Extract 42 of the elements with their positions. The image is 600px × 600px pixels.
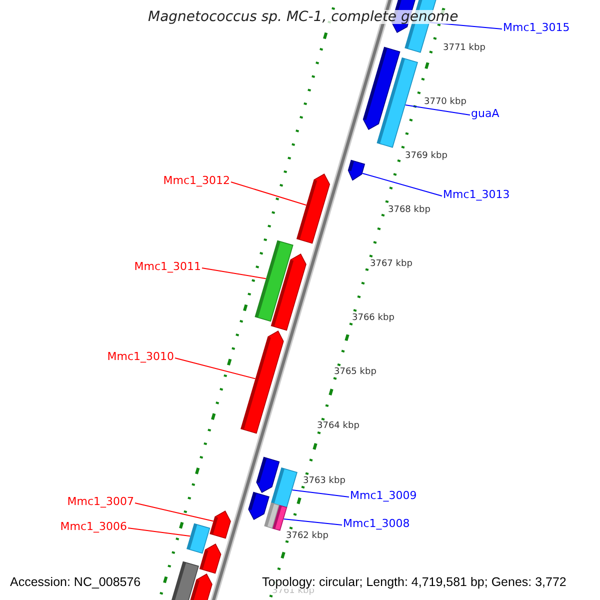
gene-block: [362, 46, 400, 130]
gene-block: [199, 544, 222, 574]
gene-block: [270, 254, 306, 331]
caption-text: Accession: NC_008576: [10, 575, 141, 589]
leader-line: [292, 490, 350, 498]
leader-line: [230, 182, 307, 206]
gene-label: Mmc1_3008: [343, 517, 410, 531]
gene-label: Mmc1_3013: [443, 188, 510, 202]
scale-label: 3771 kbp: [443, 42, 486, 55]
scale-label: 3769 kbp: [405, 150, 448, 163]
scale-label: 3764 kbp: [317, 420, 360, 433]
leader-line: [174, 358, 256, 380]
leader-line: [362, 172, 442, 196]
gene-label: Mmc1_3009: [350, 489, 417, 503]
gene-block: [296, 174, 330, 244]
scale-label: 3770 kbp: [424, 96, 466, 109]
title: Magnetococcus sp. MC-1, complete genome: [146, 10, 460, 24]
gene-label: Mmc1_3010: [107, 350, 174, 364]
gene-block: [240, 330, 284, 434]
leader-line: [404, 104, 470, 116]
gene-block: [256, 456, 280, 494]
gene-label: Mmc1_3007: [67, 495, 134, 509]
gene-bar: [264, 502, 280, 529]
gene-block: [248, 492, 270, 520]
gene-bar: [186, 523, 210, 554]
leader-line: [202, 268, 266, 280]
gene-label: Mmc1_3011: [134, 260, 201, 274]
scale-label: 3768 kbp: [388, 204, 430, 217]
scale-label: 3766 kbp: [352, 312, 394, 325]
gene-label: Mmc1_3012: [163, 174, 230, 188]
leader-line: [283, 518, 342, 526]
scale-label: 3763 kbp: [303, 475, 346, 488]
scale-label: 3765 kbp: [334, 366, 376, 379]
gene-label: Mmc1_3006: [60, 520, 127, 534]
gene-block: [210, 510, 231, 539]
gene-label: guaA: [471, 107, 500, 121]
leader-line: [134, 502, 214, 522]
scale-label: 3762 kbp: [286, 530, 328, 543]
leader-line: [128, 528, 191, 537]
gene-block: [348, 160, 366, 181]
scale-label: 3767 kbp: [370, 258, 412, 271]
gene-label: Mmc1_3015: [503, 21, 570, 35]
